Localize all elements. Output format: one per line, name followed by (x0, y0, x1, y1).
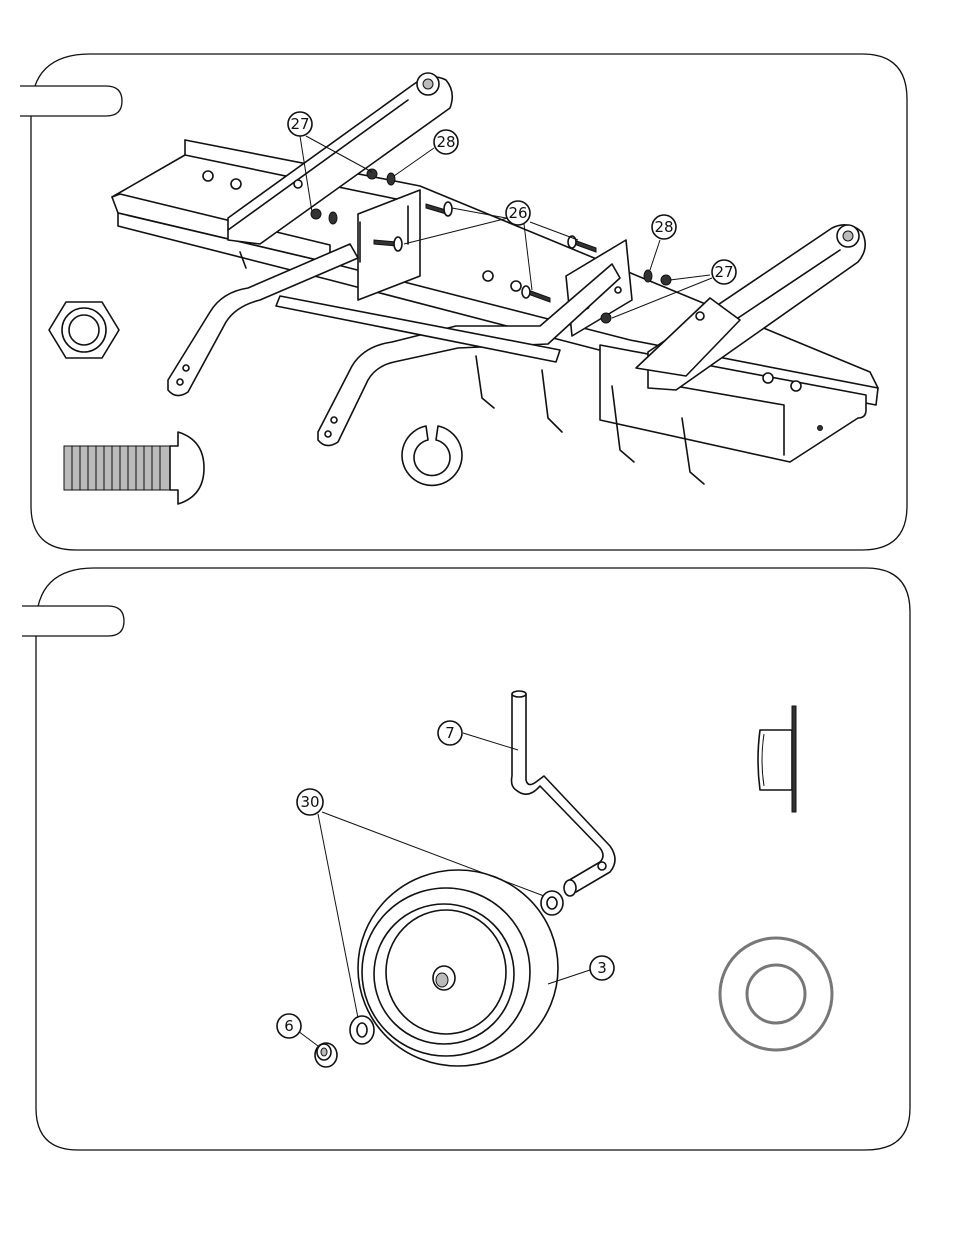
hub-cap (315, 1043, 337, 1067)
svg-text:28: 28 (654, 218, 673, 236)
svg-text:28: 28 (436, 133, 455, 151)
panel-2: 7 30 3 6 (22, 568, 910, 1150)
callout-3: 3 (590, 956, 614, 980)
callout-30: 30 (297, 789, 323, 815)
svg-text:7: 7 (445, 724, 455, 742)
panel-1-step-tab (20, 86, 122, 116)
wheel (358, 870, 558, 1066)
callout-28-right: 28 (652, 215, 676, 239)
svg-text:27: 27 (290, 115, 309, 133)
svg-text:30: 30 (300, 793, 319, 811)
svg-text:27: 27 (714, 263, 733, 281)
callout-27-right: 27 (712, 260, 736, 284)
callout-7: 7 (438, 721, 462, 745)
panel-1: 27 28 26 28 27 (20, 54, 907, 550)
callout-27-left: 27 (288, 112, 312, 136)
washer-lower (350, 1016, 374, 1044)
callout-28-left: 28 (434, 130, 458, 154)
callout-26: 26 (506, 201, 530, 225)
washer-upper (541, 891, 563, 915)
svg-text:3: 3 (597, 959, 607, 977)
svg-text:6: 6 (284, 1017, 294, 1035)
svg-text:26: 26 (508, 204, 527, 222)
callout-6: 6 (277, 1014, 301, 1038)
panel-2-step-tab (22, 606, 124, 636)
